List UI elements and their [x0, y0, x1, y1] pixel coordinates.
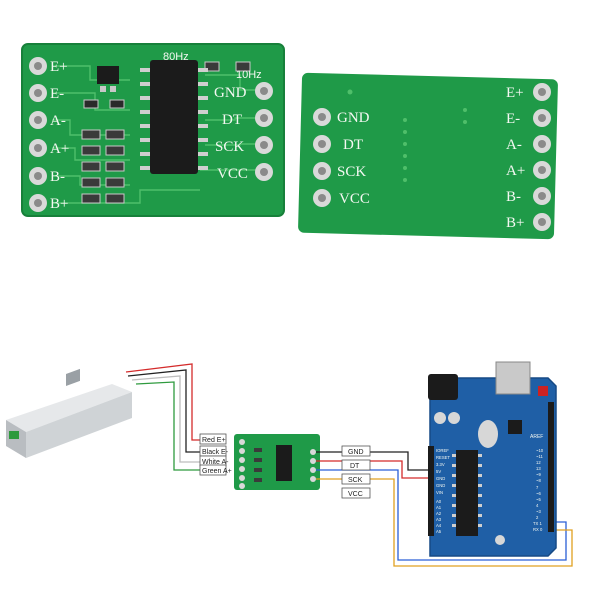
pin-label-a5: A5: [436, 529, 442, 534]
back-pin-label-e-minus: E-: [506, 111, 520, 127]
pin-label-d3: ~3: [536, 509, 541, 514]
front-pin-label-b-minus: B-: [50, 169, 65, 185]
hx711-module-small: [234, 434, 320, 490]
front-right-pads: [255, 82, 273, 181]
signal-label-gnd: GND: [348, 449, 364, 456]
pin-label-gnd-1: GND: [436, 476, 445, 481]
wire-sck-orange: [316, 478, 573, 567]
front-pin-label-e-plus: E+: [50, 59, 68, 75]
hx711-back-board: GND DT SCK VCC E+ E- A- A+ B- B+: [298, 72, 558, 240]
signal-label-vcc: VCC: [348, 491, 363, 498]
pin-label-d5: ~5: [536, 497, 541, 502]
module-to-arduino-labels: GND DT SCK VCC: [341, 445, 371, 499]
load-cell: [6, 368, 132, 458]
front-smd-components: [81, 61, 251, 204]
pin-label-d2: 2: [536, 515, 539, 520]
front-label-10hz: 10Hz: [236, 69, 262, 81]
back-board-vias: [347, 89, 467, 182]
pin-label-ioref: IOREF: [436, 448, 449, 453]
back-pin-label-vcc: VCC: [339, 191, 370, 207]
pin-label-d7: 7: [536, 485, 539, 490]
pin-label-a3: A3: [436, 517, 442, 522]
pin-label-tx: TX 1: [533, 521, 543, 526]
right-header-labels: ~10 ~11 12 13 ~9 ~8 7 ~6 ~5 4 ~3 2 TX 1 …: [533, 448, 544, 532]
back-pin-label-b-plus: B+: [506, 215, 524, 231]
load-cell-wire-labels: Red E+ Black E- White A- Green A+: [199, 433, 232, 476]
front-pin-label-b-plus: B+: [50, 196, 68, 212]
front-pin-label-dt: DT: [222, 112, 242, 128]
pin-label-d8: ~8: [536, 478, 541, 483]
front-pin-label-gnd: GND: [214, 85, 247, 101]
front-pin-label-vcc: VCC: [217, 166, 248, 182]
atmega-chip: [456, 450, 478, 536]
back-left-pads: [313, 108, 331, 207]
pin-label-d13: 13: [536, 466, 541, 471]
pin-label-reset: RESET: [436, 455, 450, 460]
pin-label-d10: ~10: [536, 448, 544, 453]
pin-label-d11: ~11: [536, 454, 543, 459]
front-pin-label-sck: SCK: [215, 139, 244, 155]
pin-label-vin: VIN: [436, 490, 443, 495]
load-cell-wires: [125, 363, 200, 471]
wire-label-black: Black E-: [202, 449, 229, 456]
arduino-uno-board: AREF IOREF RESET 3.3V 5V GND GND VIN A0 …: [428, 361, 557, 557]
back-right-pads: [533, 83, 551, 231]
pin-label-gnd-2: GND: [436, 483, 445, 488]
front-label-80hz: 80Hz: [163, 51, 189, 63]
wire-label-white: White A-: [202, 459, 229, 466]
pin-label-a1: A1: [436, 505, 442, 510]
signal-label-sck: SCK: [348, 477, 363, 484]
back-pin-label-dt: DT: [343, 137, 363, 153]
usb-port: [495, 361, 531, 395]
front-left-pads: [29, 57, 47, 212]
back-pin-label-gnd: GND: [337, 110, 370, 126]
wire-red: [125, 363, 200, 441]
pin-label-3v3: 3.3V: [436, 462, 445, 467]
back-pin-label-b-minus: B-: [506, 189, 521, 205]
pin-label-a2: A2: [436, 511, 442, 516]
wire-dt-blue: [316, 469, 567, 561]
hx711-front-board: E+ E- A- A+ B- B+: [21, 43, 285, 217]
front-pin-label-e-minus: E-: [50, 86, 64, 102]
back-pin-label-a-plus: A+: [506, 163, 525, 179]
pin-label-rx: RX 0: [533, 527, 543, 532]
wire-black: [127, 369, 200, 453]
back-pin-label-a-minus: A-: [506, 137, 522, 153]
back-pin-label-sck: SCK: [337, 164, 366, 180]
pin-label-a4: A4: [436, 523, 442, 528]
pin-label-5v: 5V: [436, 469, 441, 474]
front-pin-label-a-plus: A+: [50, 141, 69, 157]
pin-label-d12: 12: [536, 460, 541, 465]
signal-label-dt: DT: [350, 463, 360, 470]
pin-label-d4: 4: [536, 503, 539, 508]
pin-label-d9: ~9: [536, 472, 541, 477]
pin-label-a0: A0: [436, 499, 442, 504]
label-aref: AREF: [530, 434, 543, 440]
crystal: [478, 420, 498, 448]
wire-white: [131, 375, 200, 463]
wire-label-red: Red E+: [202, 437, 226, 444]
power-jack: [428, 374, 458, 400]
left-header-labels: IOREF RESET 3.3V 5V GND GND VIN A0 A1 A2…: [436, 448, 450, 534]
reset-button: [538, 386, 548, 396]
wire-green: [135, 381, 200, 471]
front-pin-label-a-minus: A-: [50, 113, 66, 129]
right-header: [548, 402, 554, 532]
pin-label-d6: ~6: [536, 491, 541, 496]
back-pin-label-e-plus: E+: [506, 85, 524, 101]
wire-label-green: Green A+: [202, 468, 232, 475]
left-header: [428, 446, 434, 536]
front-hx711-chip: [140, 60, 208, 174]
back-board-pcb: [298, 72, 558, 240]
